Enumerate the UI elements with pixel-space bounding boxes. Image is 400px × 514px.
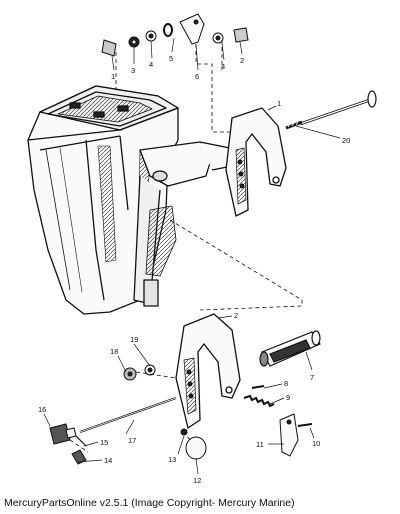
tilt-tube-rod [285,90,377,130]
callout-19: 19 [130,335,138,344]
callout-6: 6 [195,72,199,81]
callout-17: 17 [128,436,136,445]
callout-18: 18 [110,347,118,356]
driveshaft-housing [27,85,179,315]
stern-bracket-lower [175,313,241,429]
leader-lines [43,37,341,475]
callout-14: 14 [104,456,112,465]
callout-12: 12 [193,476,201,485]
callout-10: 10 [312,439,320,448]
assembly-dash-lines [69,40,303,453]
callout-7: 7 [310,373,314,382]
callout-labels: 1 3 4 5 6 4 2 1 20 2 7 8 9 10 11 12 13 1… [38,54,350,485]
callout-1-upper: 1 [277,99,281,108]
callout-4-right: 4 [221,62,225,71]
callout-9: 9 [286,393,290,402]
callout-2-left: 1 [111,72,115,81]
callout-5: 5 [169,54,173,63]
callout-16: 16 [38,405,46,414]
callout-3: 3 [131,66,135,75]
tilt-lock-hardware [243,385,313,457]
stern-bracket-upper [225,107,287,217]
callout-8: 8 [284,379,288,388]
callout-1-lower: 2 [234,311,238,320]
callout-20: 20 [342,136,350,145]
trim-cylinder [259,330,321,367]
callout-11: 11 [256,440,264,449]
upper-hardware [101,13,249,57]
callout-2-right: 2 [240,56,244,65]
callout-15: 15 [100,438,108,447]
swivel-bracket-tube [133,141,233,307]
image-caption: MercuryPartsOnline v2.5.1 (Image Copyrig… [4,497,295,509]
callout-4-left: 4 [149,60,153,69]
callout-13: 13 [168,455,176,464]
